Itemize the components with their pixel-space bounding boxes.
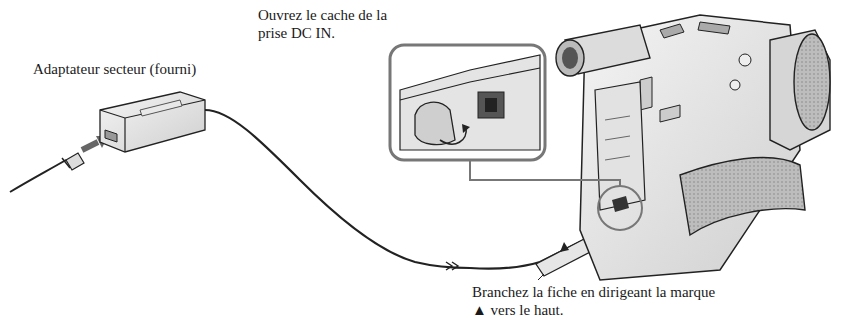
callout-label: Ouvrez le cache de la prise DC IN. bbox=[258, 6, 388, 42]
callout-label: Adaptateur secteur (fourni) bbox=[33, 60, 253, 78]
callout-label: Branchez la fiche en dirigeant la marque… bbox=[472, 283, 717, 319]
